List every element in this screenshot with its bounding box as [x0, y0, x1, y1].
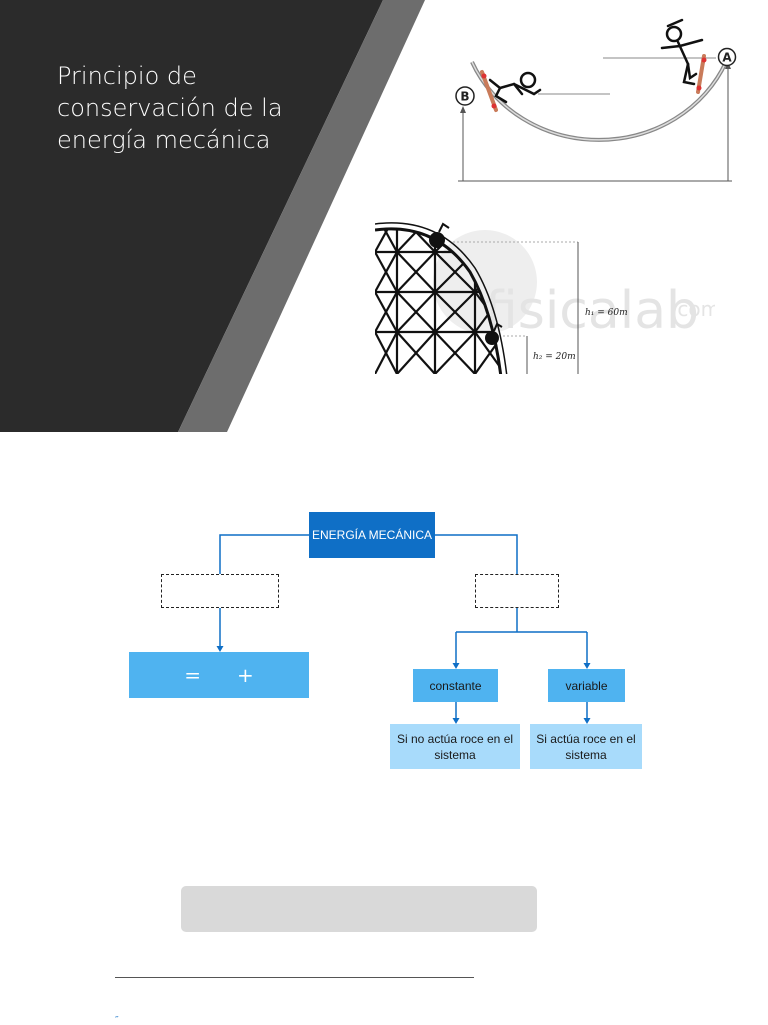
plus-sign: +	[237, 663, 254, 687]
label-a-circle	[717, 47, 737, 67]
gray-stripe	[178, 0, 425, 432]
connector-root-left	[219, 534, 309, 574]
friction-note: Si actúa roce en el sistema	[530, 724, 642, 769]
coaster-rail	[375, 222, 508, 374]
skater-b-icon	[480, 70, 542, 112]
connector-root-right	[435, 534, 518, 574]
label-a: A	[722, 51, 732, 65]
watermark-text: fisicalab	[485, 281, 699, 341]
halfpipe-illustration: B A	[455, 18, 737, 182]
blank-box-left	[161, 574, 279, 608]
halfpipe-ramp	[470, 61, 728, 142]
footer-divider	[115, 977, 474, 978]
energia-mecanica-box: ENERGÍA MECÁNICA	[309, 512, 435, 558]
watermark-suffix: .com	[671, 297, 715, 321]
energy-concept-map: ENERGÍA MECÁNICA = + constante variable …	[0, 500, 768, 780]
dark-panel	[0, 0, 383, 432]
title-banner: Principio de conservación de la energía …	[0, 0, 768, 432]
constante-box: constante	[413, 669, 498, 702]
banner-background	[0, 0, 425, 432]
blank-box-right	[475, 574, 559, 608]
variable-box: variable	[548, 669, 625, 702]
equals-sign: =	[184, 663, 201, 687]
cart-bottom-icon	[485, 322, 503, 345]
roller-coaster-illustration: fisicalab .com	[375, 222, 715, 374]
label-b-circle	[455, 86, 475, 106]
no-friction-note: Si no actúa roce en el sistema	[390, 724, 520, 769]
slide-title: Principio de conservación de la energía …	[57, 62, 283, 154]
footnote-mark: ˝	[115, 1015, 118, 1025]
h2-label: h₂ = 20m	[533, 352, 576, 362]
answer-box	[181, 886, 537, 932]
formula-box: = +	[129, 652, 309, 698]
label-b: B	[460, 90, 469, 104]
concept-map-connectors	[216, 534, 591, 724]
height-b-arrow	[460, 106, 466, 113]
halfpipe-ramp-inner	[471, 61, 727, 141]
cart-top-icon	[429, 222, 450, 248]
skater-a-icon	[660, 18, 707, 94]
h1-label: h₁ = 60m	[585, 308, 628, 318]
